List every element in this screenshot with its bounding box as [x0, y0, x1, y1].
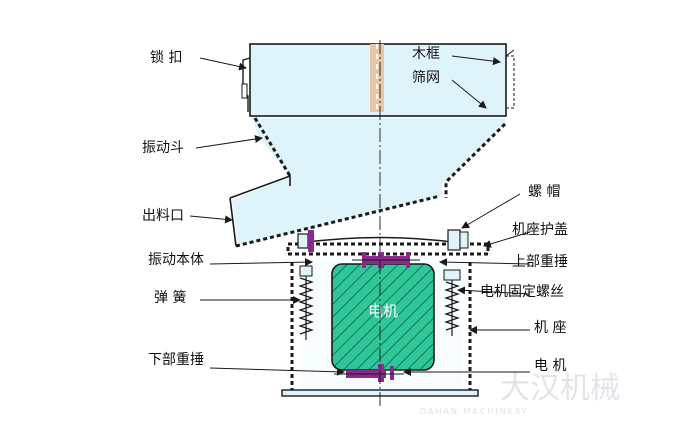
label-lower-weight: 下部重捶: [148, 352, 204, 368]
lower-weight: [334, 364, 404, 382]
upper-weight: [352, 252, 420, 268]
watermark: 大汉机械 DAHAN MACHINERY: [420, 371, 620, 416]
watermark-text: 大汉机械: [500, 371, 620, 406]
label-outlet: 出料口: [142, 208, 184, 224]
label-wood-frame: 木框: [412, 46, 440, 62]
motor: 电机: [331, 263, 435, 371]
spring-right: [443, 269, 461, 336]
watermark-subtext: DAHAN MACHINERY: [420, 407, 529, 416]
label-spring: 弹 簧: [154, 290, 186, 306]
base-cover: [286, 229, 490, 256]
vibrating-hopper: [229, 117, 507, 248]
label-vibrating-body: 振动本体: [148, 252, 204, 268]
label-lock-buckle: 锁 扣: [150, 50, 182, 66]
screen-mesh-strip: [370, 44, 384, 112]
label-motor: 电 机: [534, 358, 566, 374]
label-motor-bolt: 电机固定螺丝: [480, 284, 564, 300]
label-vibrating-hopper: 振动斗: [142, 140, 184, 156]
label-base: 机 座: [534, 320, 566, 336]
label-nut-cap: 螺 帽: [528, 184, 560, 200]
label-upper-weight: 上部重捶: [512, 254, 568, 270]
spring-left: [298, 265, 314, 340]
leader-lines: [189, 55, 531, 376]
motor-inner-label: 电机: [368, 302, 398, 320]
label-base-cover: 机座护盖: [512, 222, 568, 238]
label-screen-mesh: 筛网: [412, 70, 440, 86]
